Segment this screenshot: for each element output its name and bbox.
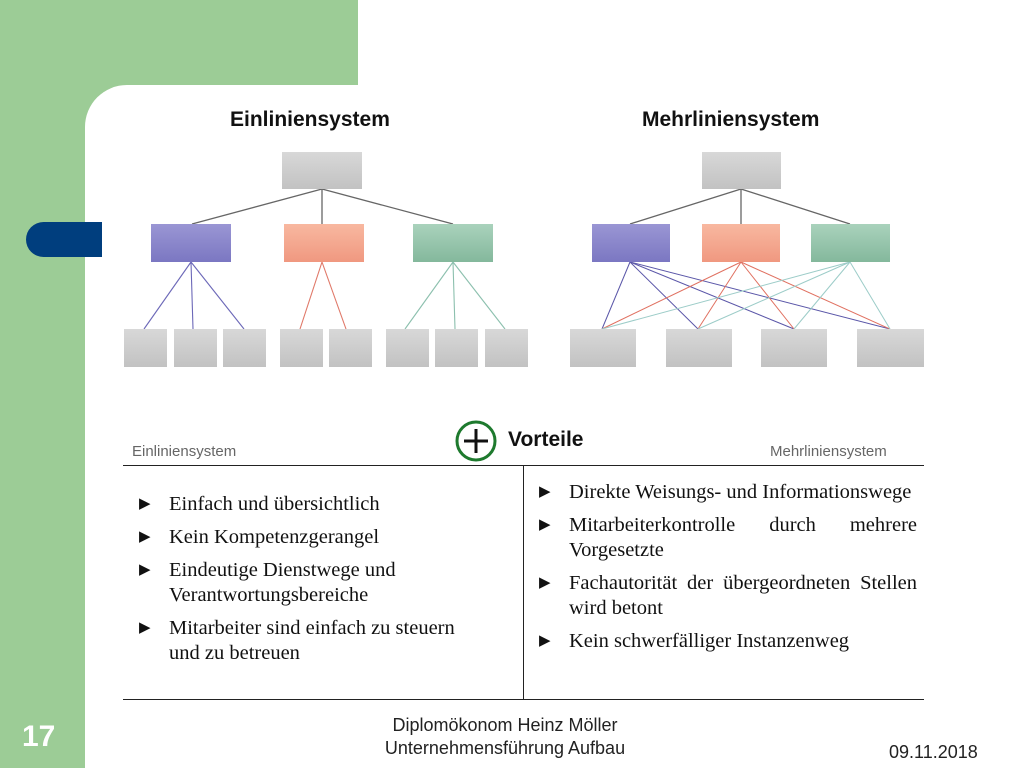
mehrlinien-bottom-box [570, 329, 636, 367]
einlinien-top-box [282, 152, 362, 189]
list-item: ▶ Einfach und übersichtlich [139, 493, 380, 515]
mehrlinien-top-lines [629, 188, 851, 225]
right-advantages-list: ▶ Direkte Weisungs- und Informationswege… [539, 480, 917, 662]
mehrlinien-teal-lines [601, 261, 891, 330]
list-item: ▶ Direkte Weisungs- und Informationswege [539, 481, 912, 503]
comparison-table: ▶ Einfach und übersichtlich ▶ Kein Kompe… [123, 465, 924, 700]
einlinien-teal-lines [404, 261, 506, 330]
page-number: 17 [22, 720, 56, 753]
triangle-bullet-icon: ▶ [139, 496, 151, 512]
footer-author: Diplomökonom Heinz Möller Unternehmensfü… [340, 714, 670, 760]
list-item: ▶ Eindeutige Dienstwege und Verantwortun… [139, 559, 396, 606]
mehrlinien-title: Mehrliniensystem [642, 108, 820, 131]
einlinien-bottom-box [329, 329, 372, 367]
green-side-strip [0, 0, 85, 768]
mehrlinien-mid-box-teal [811, 224, 890, 262]
einlinien-bottom-box [485, 329, 528, 367]
blue-tab-marker [26, 222, 102, 257]
mehrlinien-purple-lines [601, 261, 891, 330]
einlinien-mid-box-teal [413, 224, 493, 262]
mehrlinien-mid-box-purple [592, 224, 670, 262]
triangle-bullet-icon: ▶ [539, 484, 551, 500]
left-advantages-list: ▶ Einfach und übersichtlich ▶ Kein Kompe… [139, 492, 469, 674]
triangle-bullet-icon: ▶ [139, 529, 151, 545]
einlinien-purple-lines [143, 261, 245, 330]
mehrlinien-mid-box-salmon [702, 224, 780, 262]
einlinien-salmon-lines [299, 261, 347, 330]
einlinien-mid-box-purple [151, 224, 231, 262]
list-item: ▶ Mitarbeiterkontrolle durch mehrere Vor… [539, 514, 917, 561]
triangle-bullet-icon: ▶ [539, 517, 551, 533]
footer-date: 09.11.2018 [889, 742, 978, 762]
einlinien-bottom-box [435, 329, 478, 367]
list-item: ▶ Kein Kompetenzgerangel [139, 526, 380, 548]
mehrlinien-top-box [702, 152, 781, 189]
footer-line1: Diplomökonom Heinz Möller [392, 715, 618, 735]
plus-circle-icon [455, 420, 497, 462]
triangle-bullet-icon: ▶ [539, 575, 551, 591]
einlinien-bottom-box [280, 329, 323, 367]
mehrlinien-salmon-lines [601, 261, 891, 330]
einlinien-bottom-box [386, 329, 429, 367]
mehrlinien-bottom-box [761, 329, 827, 367]
einlinien-bottom-box [124, 329, 167, 367]
list-item: ▶ Kein schwerfälliger Instanzenweg [539, 630, 850, 652]
mehrlinien-bottom-box [857, 329, 924, 367]
mehrlinien-bottom-box [666, 329, 732, 367]
einlinien-bottom-box [174, 329, 217, 367]
list-item: ▶ Fachautorität der übergeordneten Stell… [539, 572, 917, 619]
einlinien-mid-box-salmon [284, 224, 364, 262]
footer-line2: Unternehmensführung Aufbau [384, 738, 626, 758]
vorteile-heading: Vorteile [508, 428, 584, 451]
einlinien-bottom-box [223, 329, 266, 367]
table-divider [523, 466, 524, 699]
triangle-bullet-icon: ▶ [139, 562, 151, 578]
list-item: ▶ Mitarbeiter sind einfach zu steuern un… [139, 617, 455, 664]
triangle-bullet-icon: ▶ [139, 620, 151, 636]
einlinien-title: Einliniensystem [230, 108, 390, 131]
content-card [85, 85, 1024, 768]
triangle-bullet-icon: ▶ [539, 633, 551, 649]
right-column-header: Mehrliniensystem [770, 443, 887, 460]
left-column-header: Einliniensystem [132, 443, 237, 460]
einlinien-top-lines [191, 188, 454, 225]
